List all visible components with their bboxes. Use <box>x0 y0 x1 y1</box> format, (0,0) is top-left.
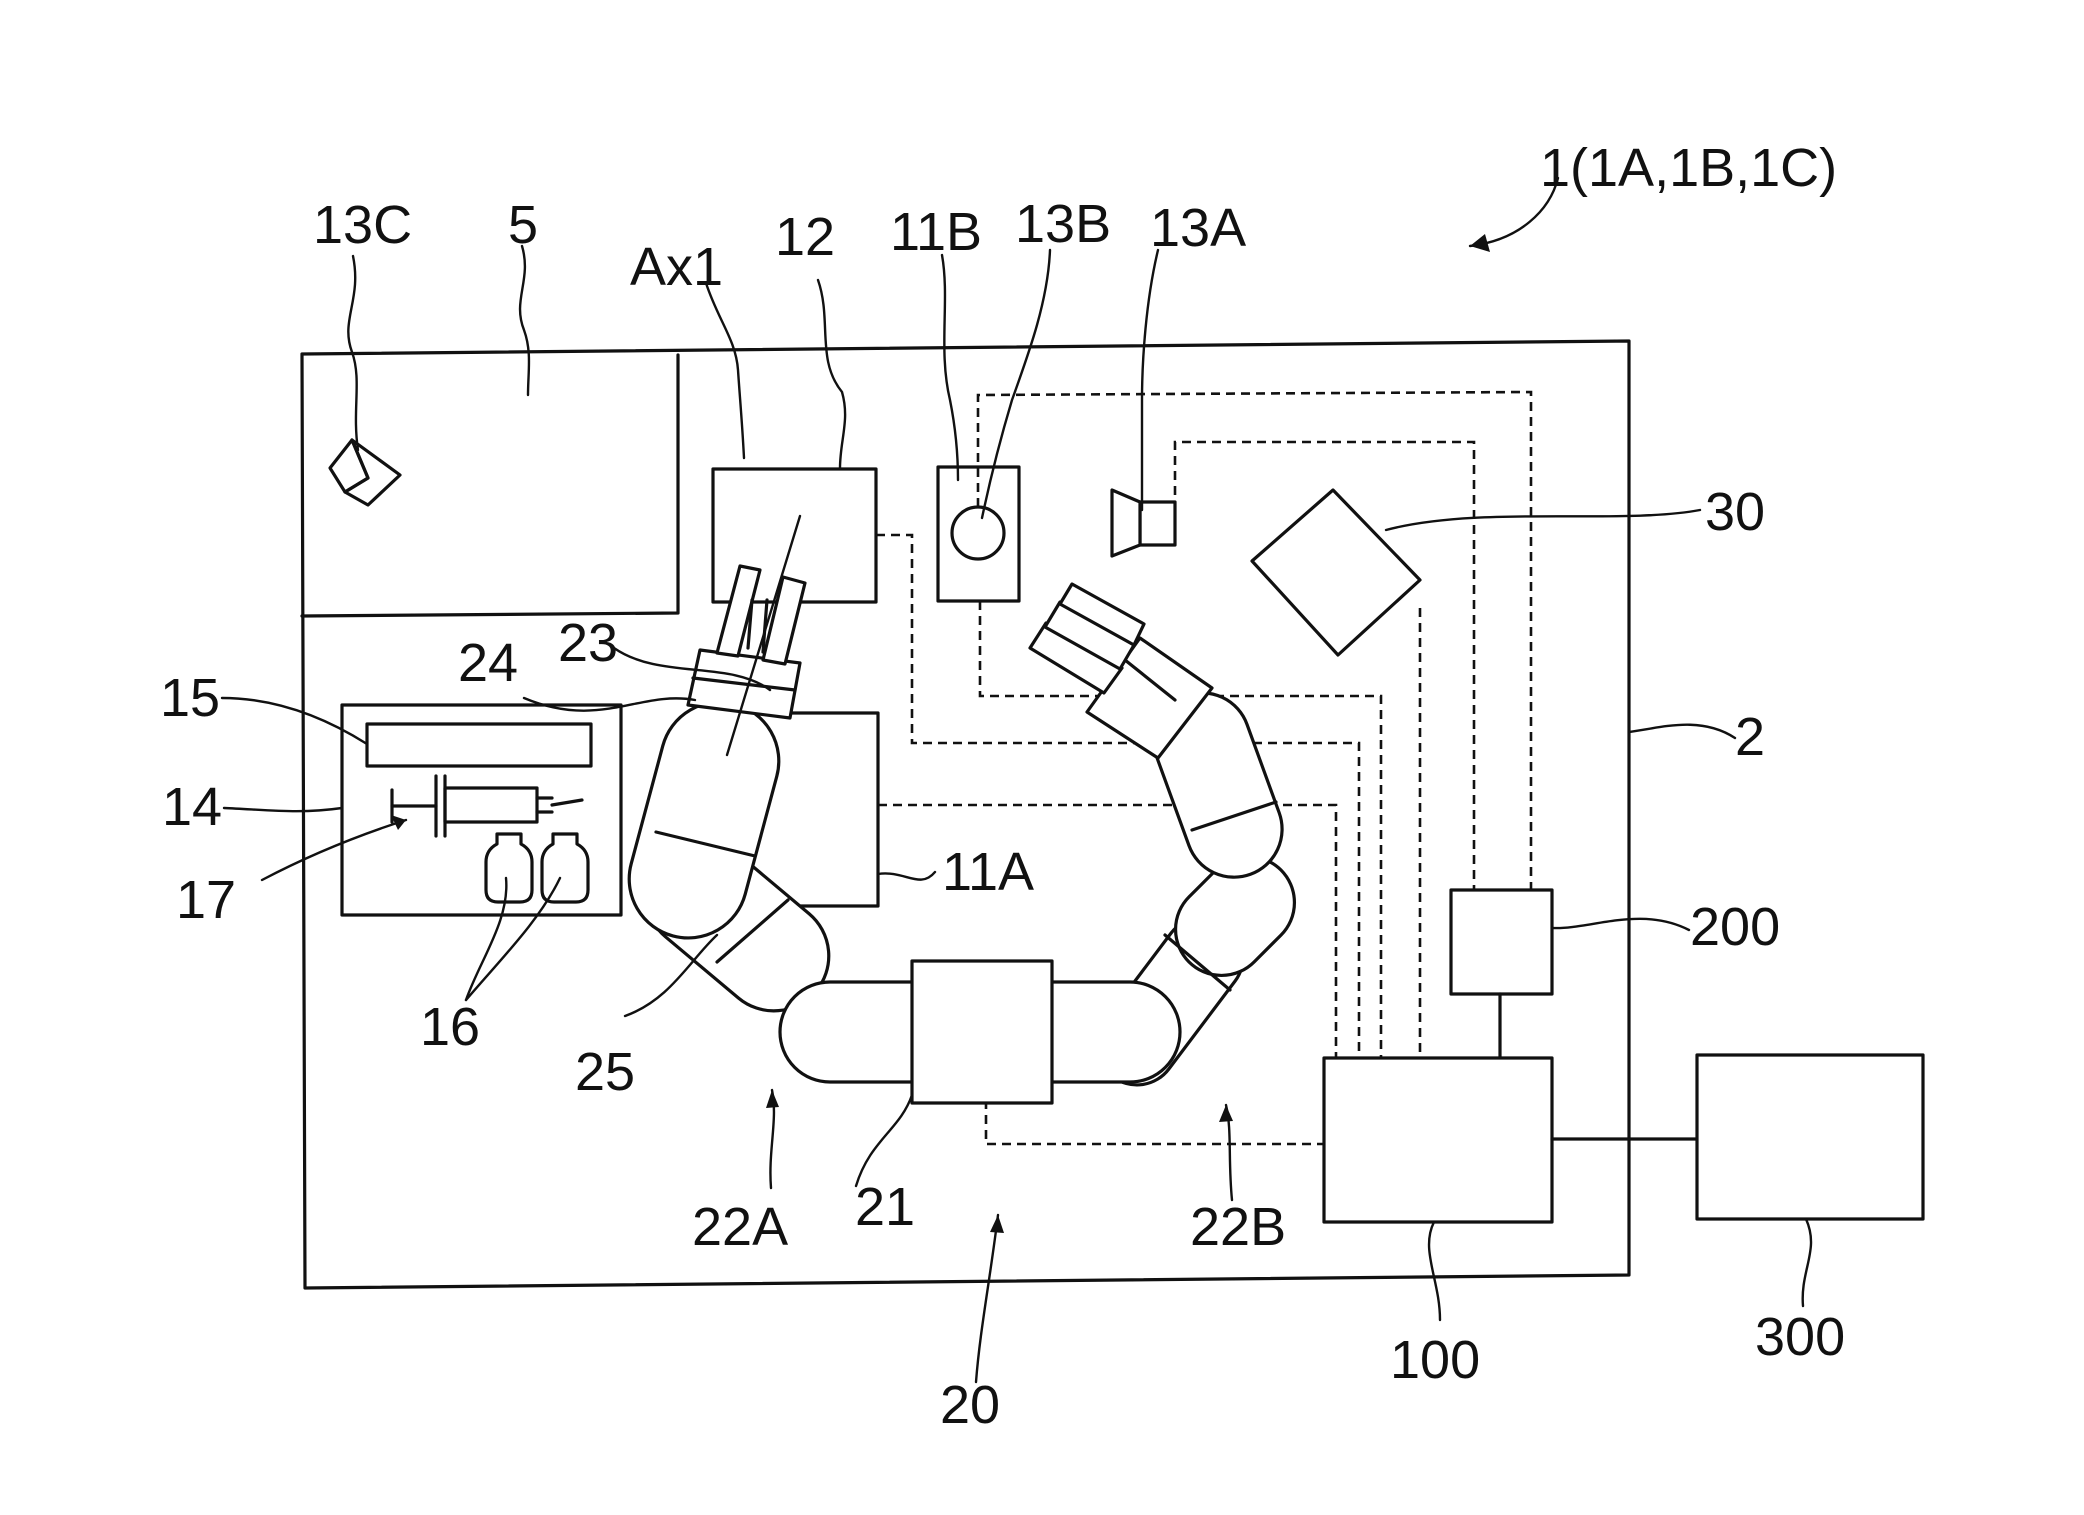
label-tray-item-15: 15 <box>160 668 220 728</box>
label-tray-14: 14 <box>162 777 222 837</box>
robot-base-21 <box>912 961 1052 1103</box>
label-robot-20: 20 <box>940 1375 1000 1435</box>
label-device-12: 12 <box>775 207 835 267</box>
label-system: 1(1A,1B,1C) <box>1540 138 1837 198</box>
label-containers-16: 16 <box>420 997 480 1057</box>
label-camera-13a: 13A <box>1150 198 1246 258</box>
controller-100 <box>1324 1058 1552 1222</box>
label-camera-13b: 13B <box>1015 194 1111 254</box>
controller-200 <box>1451 890 1552 994</box>
label-controller-200: 200 <box>1690 897 1780 957</box>
unit-30 <box>1252 490 1420 655</box>
camera-13a-icon <box>1112 490 1175 556</box>
label-arm-22b: 22B <box>1190 1197 1286 1257</box>
host-300 <box>1697 1055 1923 1219</box>
tray-14 <box>342 705 621 915</box>
label-arm-22a: 22A <box>692 1197 788 1257</box>
label-base-21: 21 <box>855 1177 915 1237</box>
label-area-5: 5 <box>508 195 538 255</box>
label-link-24: 24 <box>458 633 518 693</box>
label-hand-23: 23 <box>558 613 618 673</box>
camera-13c-icon <box>330 440 400 505</box>
label-syringe-17: 17 <box>176 870 236 930</box>
label-device-11b: 11B <box>890 202 982 262</box>
label-controller-100: 100 <box>1390 1330 1480 1390</box>
label-axis-ax1: Ax1 <box>630 237 723 297</box>
label-link-25: 25 <box>575 1042 635 1102</box>
label-device-11a: 11A <box>942 842 1034 902</box>
label-host-300: 300 <box>1755 1307 1845 1367</box>
label-cell-2: 2 <box>1735 707 1765 767</box>
label-camera-13c: 13C <box>313 195 412 255</box>
label-unit-30: 30 <box>1705 482 1765 542</box>
